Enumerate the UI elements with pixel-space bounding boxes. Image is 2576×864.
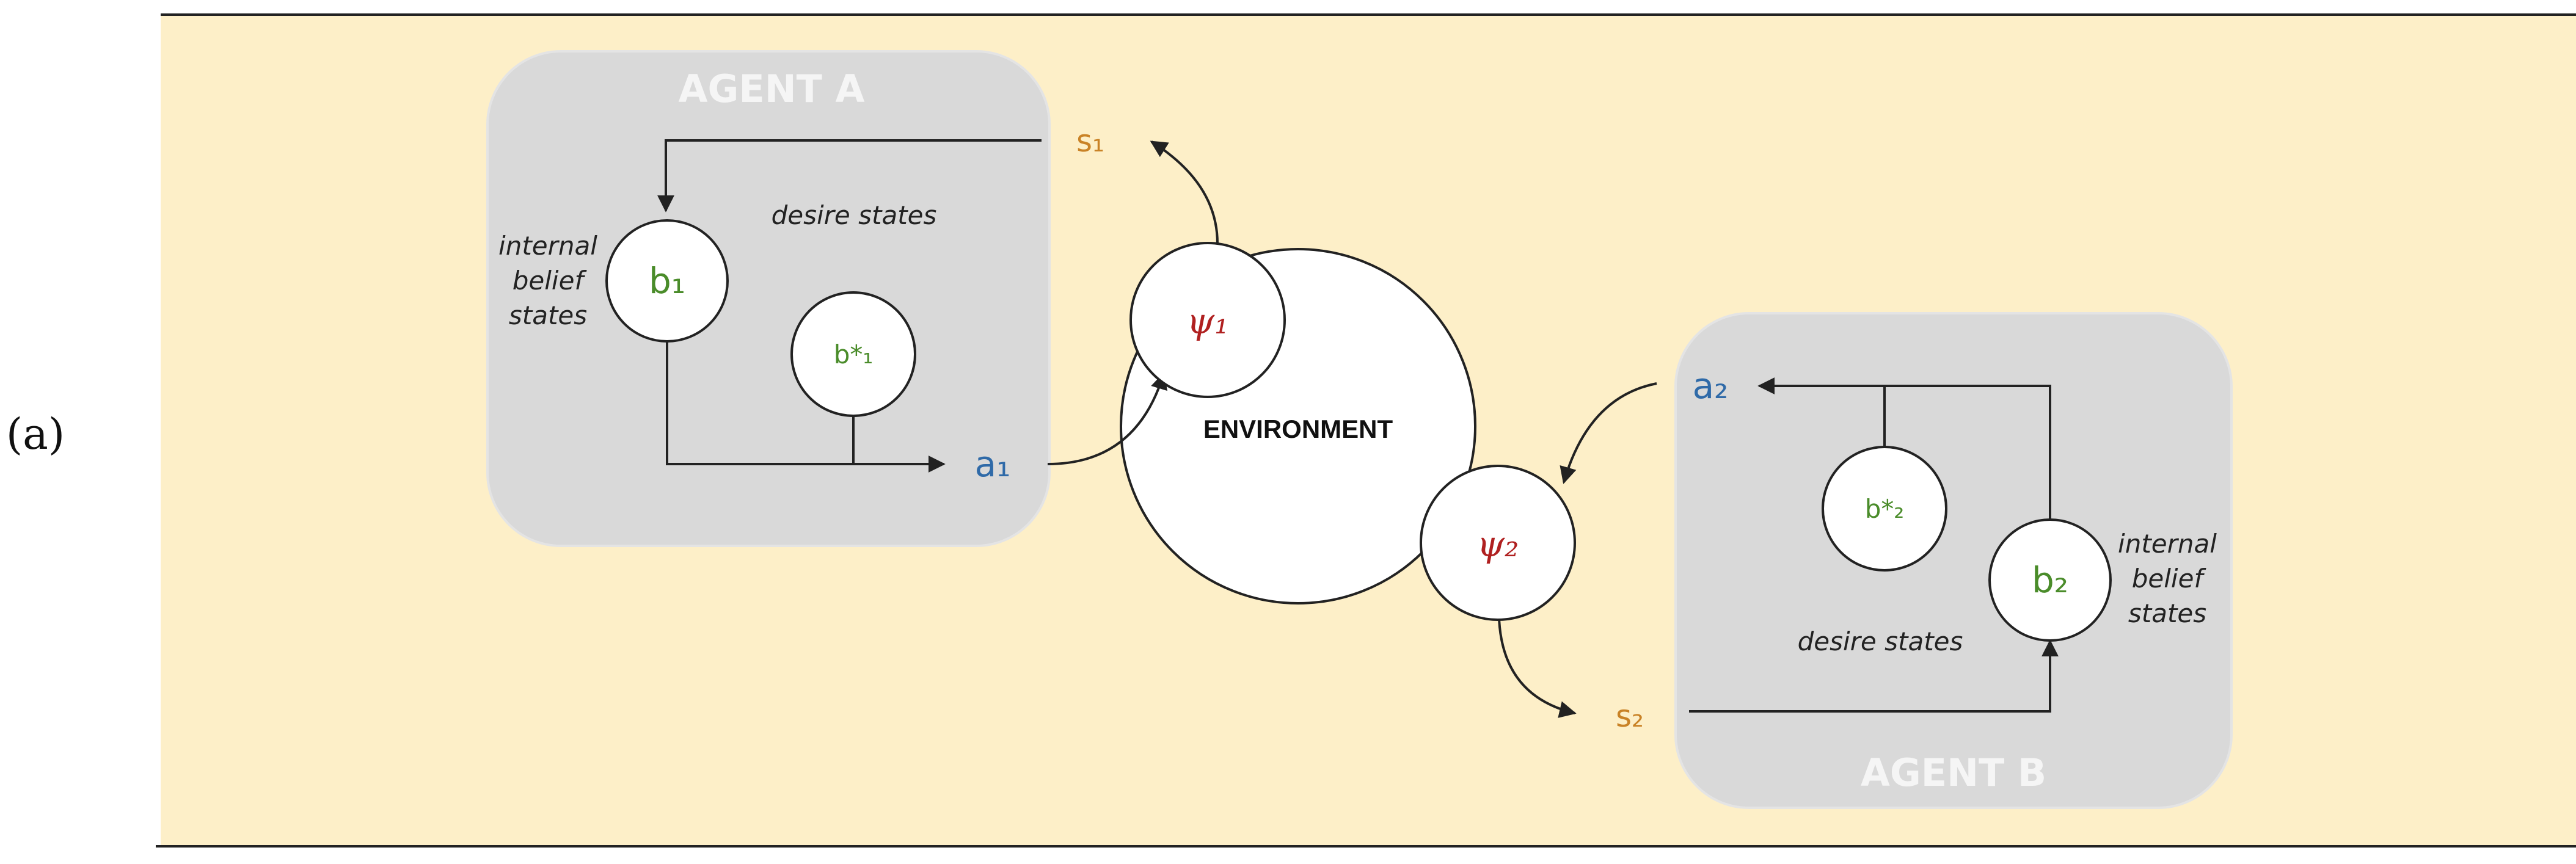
agent-b-belief-label: b₂ [2032,559,2068,601]
signal-s1: s₁ [1076,123,1104,159]
agent-a-belief-caption-line3: states [509,300,587,330]
psi1-to-s1-arrow [1150,140,1219,244]
panel-label: (a) [6,409,65,459]
agent-b-belief-caption-line2: belief [2132,564,2207,594]
psi1-label: ψ₁ [1187,300,1229,342]
psi2-node [1420,465,1576,621]
agent-b-action-line [1757,377,2051,543]
agent-a-desire-caption: desire states [772,200,937,230]
signal-a1: a₁ [975,443,1011,485]
agent-b-belief-caption-line1: internal [2118,529,2217,559]
psi1-node [1129,242,1286,398]
agent-b-belief-node [1988,518,2112,642]
environment-label: ENVIRONMENT [1203,415,1393,443]
agent-b-desire-node [1822,446,1947,572]
agent-b-sensor-line [1689,639,2059,713]
agent-b-belief-caption-line3: states [2128,598,2206,628]
signal-s2: s₂ [1616,699,1644,734]
agent-a-sensor-line [657,139,1042,212]
agent-a-belief-label: b₁ [649,260,685,302]
a1-to-psi1-arrow [1047,372,1168,465]
psi2-to-s2-arrow [1498,618,1577,718]
agent-b-desire-label: b*₂ [1865,494,1905,524]
agent-b-title: AGENT B [1861,750,2046,795]
agent-a-desire-node [790,291,916,417]
a2-to-psi2-arrow [1560,382,1657,484]
signal-a2: a₂ [1693,365,1729,407]
agent-a-desire-label: b*₁ [834,339,874,369]
agent-a-belief-caption-line2: belief [513,266,588,296]
agent-b-desire-caption: desire states [1798,626,1963,656]
agent-a-title: AGENT A [679,67,865,111]
agent-a-box [486,50,1051,547]
psi2-label: ψ₂ [1477,523,1519,565]
agent-a-action-line [666,341,946,473]
agent-a-belief-caption-line1: internal [498,231,597,261]
agent-b-box [1674,312,2233,809]
agent-a-belief-node [605,219,729,343]
